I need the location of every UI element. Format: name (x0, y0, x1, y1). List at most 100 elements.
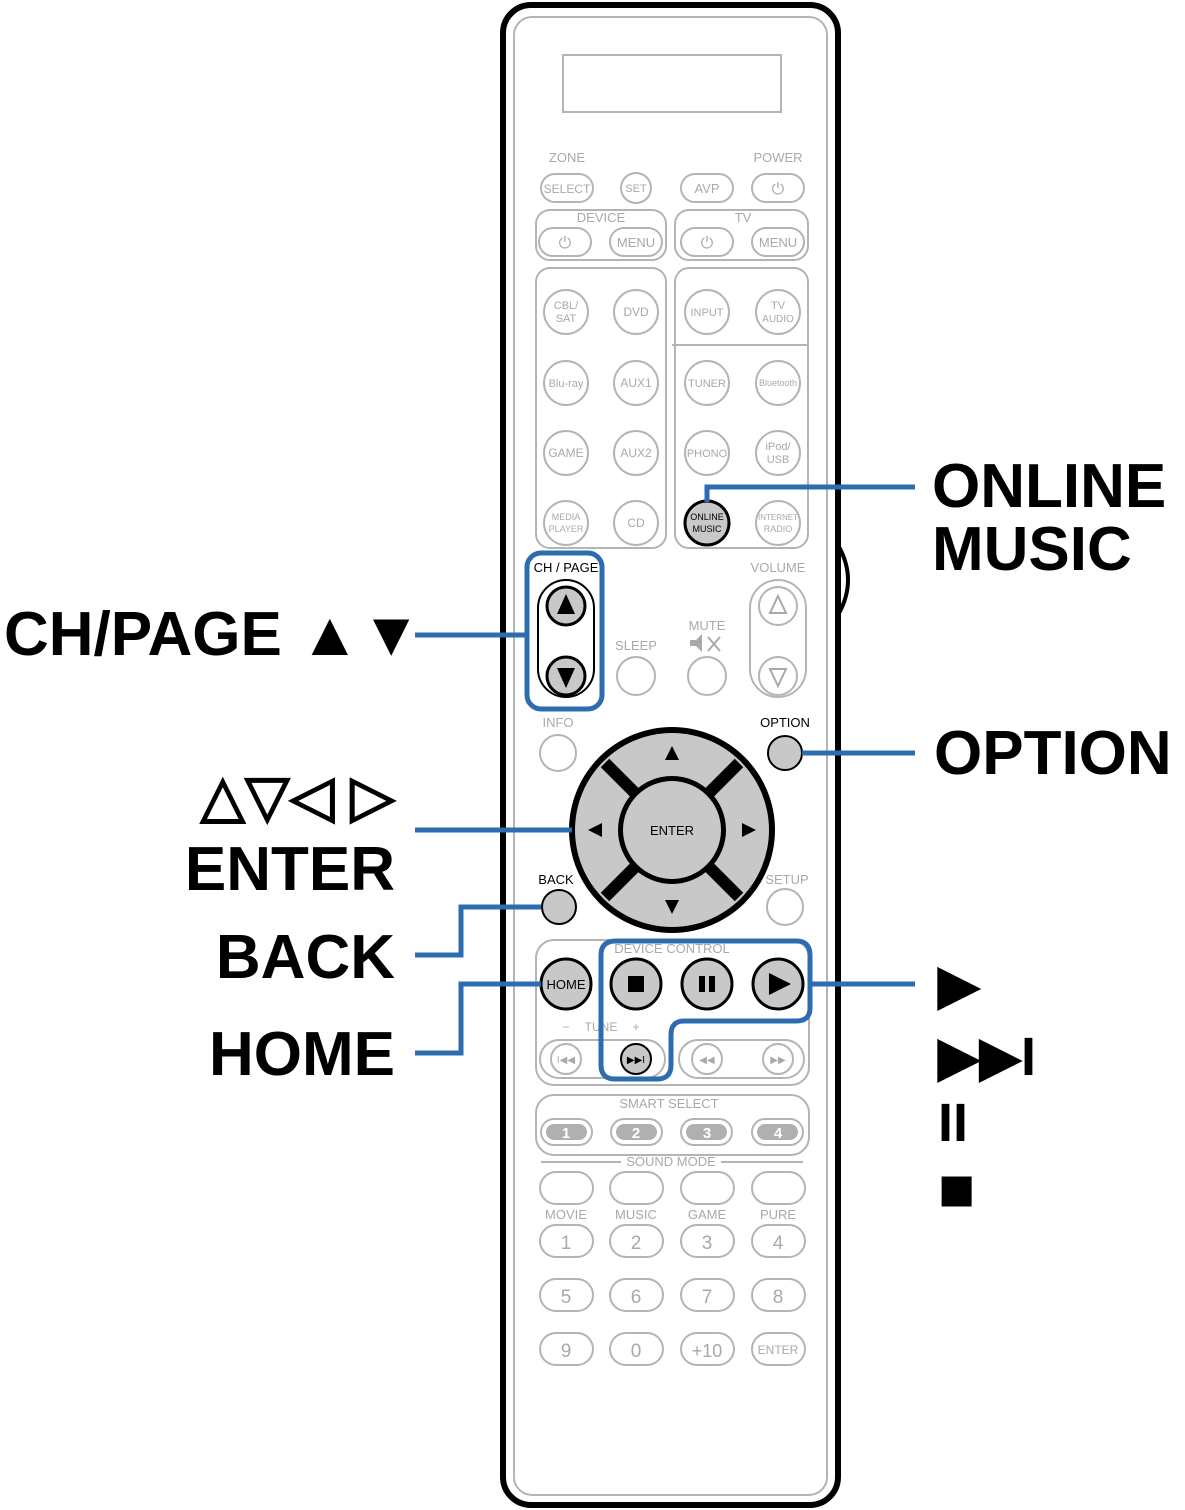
avp-button[interactable] (680, 173, 734, 203)
online-music-button[interactable] (683, 499, 731, 547)
tv-menu-button[interactable] (751, 227, 805, 257)
label-setup: SETUP (765, 872, 808, 887)
bluray-button[interactable] (543, 360, 589, 406)
ch-up-triangle-icon (557, 594, 575, 614)
sleep-button[interactable] (616, 656, 656, 696)
fast-forward-button[interactable] (762, 1043, 794, 1075)
zone-select-label: SELECT (544, 182, 591, 196)
number-key-3[interactable] (680, 1224, 735, 1258)
label-smart-select: SMART SELECT (619, 1096, 718, 1111)
dvd-label: DVD (623, 305, 649, 319)
aux1-button[interactable] (613, 360, 659, 406)
tv-audio-button[interactable] (755, 289, 801, 335)
number-key-7[interactable] (680, 1278, 735, 1312)
callout-enter: ENTER (185, 835, 395, 904)
internet-radio-label-2: RADIO (764, 524, 793, 534)
callout-cursor-arrows: △▽◁ ▷ (198, 764, 397, 829)
volume-down-button[interactable] (758, 656, 798, 696)
cbl-sat-button[interactable] (543, 289, 589, 335)
rewind-button[interactable] (691, 1043, 723, 1075)
enter-button[interactable] (623, 781, 721, 879)
ch-page-highlight (524, 550, 605, 712)
back-button[interactable] (541, 889, 577, 925)
avp-label: AVP (694, 181, 719, 196)
device-control-highlight (598, 938, 813, 1082)
stop-icon (628, 976, 644, 992)
cursor-right-icon[interactable] (742, 823, 756, 837)
device-menu-button[interactable] (609, 227, 663, 257)
skip-forward-button[interactable] (620, 1043, 652, 1075)
tune-down-button[interactable] (550, 1043, 582, 1075)
power-icon: ⏻ (772, 181, 785, 198)
internet-radio-button[interactable] (755, 500, 801, 546)
pause-button[interactable] (680, 957, 734, 1011)
info-button[interactable] (539, 734, 577, 772)
cursor-down-icon[interactable] (665, 900, 679, 914)
tv-power-button[interactable] (680, 227, 734, 257)
number-key-7-label: 7 (702, 1287, 713, 1308)
tuner-button[interactable] (684, 360, 730, 406)
dvd-button[interactable] (613, 289, 659, 335)
number-key-6-label: 6 (631, 1287, 642, 1308)
option-button[interactable] (767, 735, 803, 771)
aux2-label: AUX2 (620, 446, 652, 460)
search-rocker (678, 1039, 805, 1079)
phono-button[interactable] (684, 430, 730, 476)
volume-up-button[interactable] (758, 586, 798, 626)
sound-mode-pure-button[interactable] (751, 1171, 806, 1205)
mute-button[interactable] (687, 656, 727, 696)
device-power-icon: ⏻ (559, 235, 572, 252)
cursor-left-icon[interactable] (588, 823, 602, 837)
game-button[interactable] (543, 430, 589, 476)
sound-mode-music-button[interactable] (609, 1171, 664, 1205)
number-keys: 1 2 3 4 5 6 7 8 9 0 +10 ENTER (539, 1224, 806, 1366)
media-player-button[interactable] (543, 500, 589, 546)
callout-stop: ■ (938, 1155, 975, 1224)
skip-back-icon: I◀◀ (557, 1055, 575, 1066)
power-button[interactable] (751, 173, 805, 203)
online-music-label-2: MUSIC (693, 524, 723, 534)
ipod-usb-button[interactable] (755, 430, 801, 476)
number-key-2-label: 2 (631, 1233, 642, 1254)
callout-back: BACK (216, 923, 395, 992)
label-music: MUSIC (615, 1207, 657, 1222)
set-button[interactable] (620, 172, 652, 204)
number-key-5[interactable] (539, 1278, 594, 1312)
number-key-3-label: 3 (702, 1233, 713, 1254)
home-leader (415, 981, 541, 1056)
number-key-4[interactable] (751, 1224, 806, 1258)
aux2-button[interactable] (613, 430, 659, 476)
cd-label: CD (627, 516, 645, 530)
number-key-enter[interactable] (751, 1332, 806, 1366)
home-label: HOME (547, 977, 586, 992)
callout-option: OPTION (934, 719, 1172, 788)
internet-radio-label-1: INTERNET (758, 513, 798, 522)
number-key-plus10[interactable] (680, 1332, 735, 1366)
sound-mode-game-button[interactable] (680, 1171, 735, 1205)
number-key-8[interactable] (751, 1278, 806, 1312)
number-key-6[interactable] (609, 1278, 664, 1312)
source-group-left (535, 267, 667, 549)
number-key-4-label: 4 (773, 1233, 784, 1254)
pause-icon (709, 976, 715, 992)
zone-select-button[interactable] (540, 173, 594, 203)
label-pure: PURE (760, 1207, 796, 1222)
volume-down-icon (768, 668, 788, 689)
device-group (535, 209, 667, 261)
number-key-2[interactable] (609, 1224, 664, 1258)
input-button[interactable] (684, 289, 730, 335)
number-key-0[interactable] (609, 1332, 664, 1366)
label-tv: TV (735, 210, 752, 225)
number-key-1[interactable] (539, 1224, 594, 1258)
bluetooth-button[interactable] (755, 360, 801, 406)
device-power-button[interactable] (538, 227, 592, 257)
cbl-sat-label-1: CBL/ (554, 300, 579, 312)
setup-button[interactable] (766, 888, 804, 926)
callout-pause: II (938, 1093, 968, 1153)
input-label: INPUT (691, 307, 724, 319)
number-key-9[interactable] (539, 1332, 594, 1366)
sound-mode-movie-button[interactable] (539, 1171, 594, 1205)
label-option: OPTION (760, 715, 810, 730)
cursor-up-icon[interactable] (665, 746, 679, 760)
cd-button[interactable] (613, 500, 659, 546)
